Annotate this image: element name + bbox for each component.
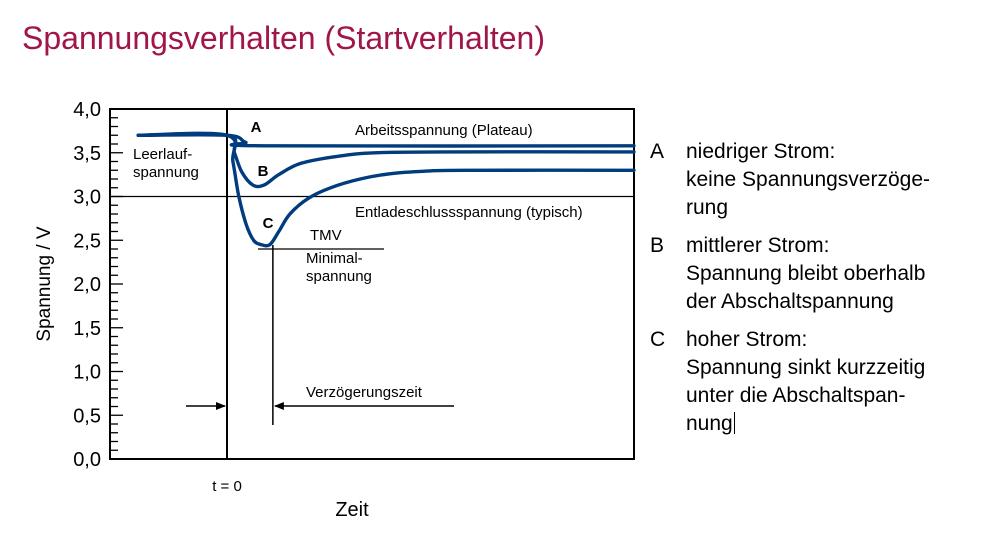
minimal-label-line2: spannung	[306, 268, 372, 285]
y-tick-label: 3,0	[73, 187, 101, 209]
leerlauf-label-line1: Leerlauf-	[133, 146, 192, 163]
legend-text: mittlerer Strom: Spannung bleibt oberhal…	[686, 234, 926, 313]
series-line-b	[136, 132, 636, 189]
y-axis-label: Spannung / V	[34, 226, 55, 341]
tmv-label: TMV	[310, 227, 342, 244]
verzoegerung-label: Verzögerungszeit	[306, 384, 423, 401]
y-tick-label: 1,0	[73, 362, 101, 384]
curve-label-b: B	[258, 163, 269, 180]
legend: A niedriger Strom: keine Spannungsverzög…	[650, 138, 980, 448]
legend-item-b: B mittlerer Strom: Spannung bleibt oberh…	[650, 232, 980, 316]
legend-text: hoher Strom: Spannung sinkt kurzzeitig u…	[686, 326, 925, 438]
minimal-label-line1: Minimal-	[306, 250, 363, 267]
x-axis-label: Zeit	[335, 499, 369, 521]
y-tick-label: 2,0	[73, 274, 101, 296]
slide-title: Spannungsverhalten (Startverhalten)	[22, 20, 545, 56]
y-tick-label: 1,5	[73, 318, 101, 340]
y-tick-label: 2,5	[73, 230, 101, 252]
y-tick-label: 4,0	[73, 99, 101, 121]
legend-letter: C	[650, 328, 666, 351]
curve-label-c: C	[263, 215, 274, 232]
text-cursor	[733, 412, 735, 434]
entladeschluss-label: Entladeschlussspannung (typisch)	[355, 204, 583, 221]
plateau-label: Arbeitsspannung (Plateau)	[355, 122, 533, 139]
legend-item-c: C hoher Strom: Spannung sinkt kurzzeitig…	[650, 326, 980, 438]
y-tick-label: 0,0	[73, 449, 101, 471]
legend-text: niedriger Strom: keine Spannungsverzöge-…	[686, 140, 931, 219]
curve-label-a: A	[251, 119, 262, 136]
series-line-c	[136, 131, 636, 248]
legend-letter: A	[650, 140, 665, 163]
t0-label: t = 0	[212, 478, 242, 495]
legend-letter: B	[650, 234, 665, 257]
y-tick-label: 3,5	[73, 143, 101, 165]
y-tick-label: 0,5	[73, 405, 101, 427]
leerlauf-label-line2: spannung	[133, 164, 199, 181]
legend-text-content: hoher Strom: Spannung sinkt kurzzeitig u…	[686, 328, 926, 435]
legend-item-a: A niedriger Strom: keine Spannungsverzög…	[650, 138, 980, 222]
